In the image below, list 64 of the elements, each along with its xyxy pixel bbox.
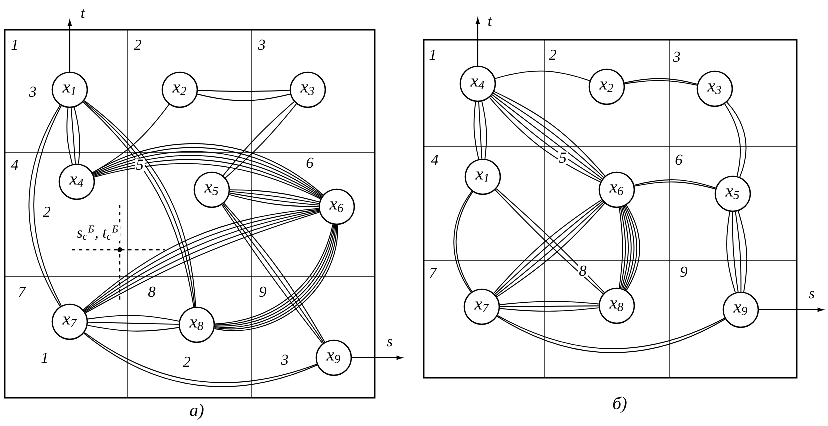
cell-number: 4	[10, 158, 20, 172]
connector-line	[28, 104, 61, 308]
axis-label: t	[80, 8, 86, 20]
connector-line	[634, 180, 716, 189]
cell-number: 3	[280, 354, 290, 366]
connector-line	[88, 322, 180, 326]
coordinate-label: s$_{c}$$^{Б}$, t$_{c}$Б	[76, 224, 120, 242]
cell-number: 2	[42, 206, 52, 218]
connector-line	[620, 207, 626, 289]
cell-number: 4	[430, 154, 440, 166]
cell-number: 6	[305, 156, 315, 170]
connector-line	[738, 210, 748, 293]
cell-number: 8	[578, 264, 588, 278]
panel-caption: б)	[613, 396, 627, 414]
connector-line	[66, 108, 73, 165]
axis-label: t	[486, 16, 494, 28]
connector-line	[87, 325, 180, 332]
connector-line	[626, 204, 640, 292]
cell-number: 8	[147, 286, 157, 298]
cell-number: 1	[40, 352, 50, 364]
connector-line	[634, 182, 716, 190]
cell-number: 2	[133, 38, 143, 52]
connector-line	[500, 306, 600, 308]
connector-line	[482, 101, 488, 160]
connector-line	[625, 206, 638, 290]
connector-line	[34, 106, 62, 306]
connector-line	[74, 107, 80, 164]
connector-line	[198, 90, 290, 92]
connector-line	[624, 78, 698, 85]
cell-number: 3	[28, 86, 38, 98]
cell-number: 3	[257, 38, 267, 52]
connector-line	[87, 315, 180, 322]
connector-line	[622, 206, 632, 290]
connector-line	[478, 102, 482, 160]
cell-number: 2	[548, 48, 558, 62]
cell-number: 1	[428, 48, 438, 62]
cell-number: 9	[258, 286, 268, 298]
connector-line	[70, 108, 76, 164]
connector-line	[732, 212, 739, 293]
cell-number: 2	[182, 356, 192, 368]
cell-number: 1	[10, 38, 20, 52]
connector-line	[500, 301, 600, 306]
connector-line	[197, 94, 291, 102]
connector-line	[500, 308, 600, 312]
cell-number: 9	[679, 266, 689, 278]
axis-label: s	[808, 290, 816, 300]
connector-line	[735, 211, 742, 292]
cell-number: 5	[558, 152, 568, 164]
connector-line	[619, 208, 624, 288]
panel-caption: а)	[190, 404, 204, 420]
connector-line	[624, 80, 698, 86]
cell-number: 7	[17, 286, 27, 298]
cell-number: 6	[674, 154, 684, 166]
connector-line	[726, 211, 736, 294]
connector-line	[624, 206, 635, 290]
connector-line	[724, 104, 742, 177]
cell-number: 3	[672, 50, 682, 64]
connector-line	[622, 206, 630, 290]
connector-line	[726, 102, 747, 178]
connector-line	[494, 70, 590, 82]
connector-line	[474, 102, 480, 160]
cell-number: 5	[135, 158, 145, 172]
cell-number: 7	[428, 266, 438, 280]
axis-label: s	[386, 338, 394, 348]
